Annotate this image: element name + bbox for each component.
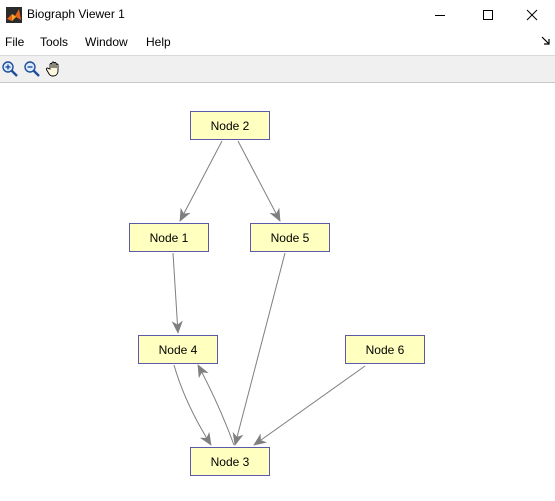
edge-node3-node4: [197, 364, 235, 446]
edge-node5-node3: [232, 252, 286, 446]
node-5[interactable]: Node 5: [250, 223, 330, 252]
title-bar: Biograph Viewer 1: [0, 0, 555, 30]
edge-node6-node3: [253, 365, 366, 446]
menu-help[interactable]: Help: [146, 35, 171, 49]
pan-hand-icon[interactable]: [45, 60, 63, 78]
menu-bar: File Tools Window Help: [0, 31, 555, 53]
node-4[interactable]: Node 4: [138, 335, 218, 364]
node-6[interactable]: Node 6: [345, 335, 425, 364]
zoom-in-icon[interactable]: [1, 60, 19, 78]
minimize-icon: [435, 15, 445, 16]
edge-node4-node3: [173, 364, 212, 446]
matlab-logo-icon: [6, 7, 22, 23]
edge-node2-node1: [179, 140, 223, 222]
menu-tools[interactable]: Tools: [40, 35, 69, 49]
minimize-button[interactable]: [417, 0, 463, 30]
close-button[interactable]: [509, 0, 555, 30]
node-3[interactable]: Node 3: [190, 447, 270, 476]
menu-file[interactable]: File: [5, 35, 25, 49]
maximize-button[interactable]: [465, 0, 511, 30]
node-2[interactable]: Node 2: [190, 111, 270, 140]
close-icon: [526, 9, 538, 21]
node-1[interactable]: Node 1: [129, 223, 209, 252]
graph-canvas[interactable]: Node 2 Node 1 Node 5 Node 4 Node 6 Node …: [0, 83, 555, 501]
window-title: Biograph Viewer 1: [27, 7, 125, 21]
menu-window[interactable]: Window: [85, 35, 128, 49]
toolbar: [0, 55, 555, 83]
graph-edges: [171, 140, 366, 446]
edge-node1-node4: [171, 252, 183, 334]
edge-node2-node5: [237, 140, 281, 222]
zoom-out-icon[interactable]: [23, 60, 41, 78]
dock-arrow-icon[interactable]: [541, 36, 551, 46]
maximize-icon: [483, 10, 493, 20]
